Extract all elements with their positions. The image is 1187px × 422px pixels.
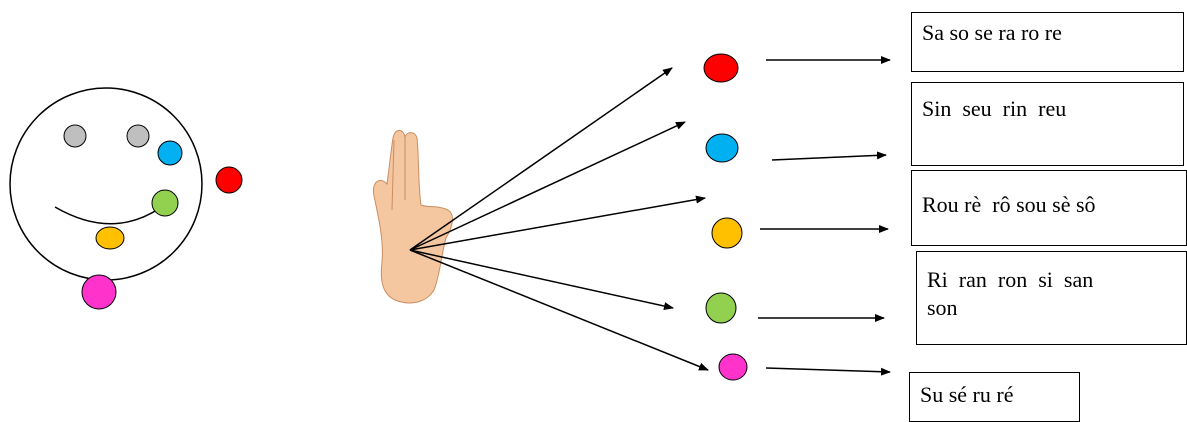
row-arrow-magenta [765,367,891,376]
syllable-box-magenta: Su sé ru ré [909,372,1080,422]
magenta-dot [81,274,117,310]
green-dot [151,189,179,217]
row-dots [703,53,748,381]
row-dot-blue [705,133,739,163]
hand-arrow-blue [409,121,686,251]
syllable-box-blue: Sin seu rin reu [911,82,1184,166]
row-arrow-blue [771,151,887,161]
hand-finger-line-2 [391,139,395,211]
syllable-box-orange: Rou rè rô sou sè sô [911,170,1187,246]
hand-arrows [409,67,709,371]
gray-dot-left [63,124,87,148]
row-dot-green [705,292,737,324]
raised-hand-icon [372,129,453,304]
syllable-text-green: Ri ran ron si san son [927,267,1094,320]
orange-dot [95,226,125,250]
syllable-box-red: Sa so se ra ro re [911,12,1184,72]
hand-arrow-red [409,67,673,251]
syllable-text-orange: Rou rè rô sou sè sô [922,192,1096,217]
red-dot [215,166,243,194]
gray-dot-right [126,124,150,148]
syllable-text-magenta: Su sé ru ré [920,382,1014,407]
syllable-box-green: Ri ran ron si san son [916,251,1187,345]
hand-shape [372,129,453,304]
row-dot-orange [711,217,743,249]
row-dot-red [703,53,739,83]
blue-dot [157,140,183,166]
face-illustration [9,87,243,310]
hand-arrow-orange [409,195,706,251]
syllable-text-blue: Sin seu rin reu [922,96,1067,121]
syllable-text-red: Sa so se ra ro re [922,20,1062,45]
row-arrows [758,56,891,376]
hand-arrow-green [409,249,674,310]
diagram-canvas [9,53,891,381]
row-dot-magenta [718,353,748,381]
face-smile [54,206,161,225]
hand-arrow-magenta [409,249,709,371]
face-outline [9,87,203,281]
